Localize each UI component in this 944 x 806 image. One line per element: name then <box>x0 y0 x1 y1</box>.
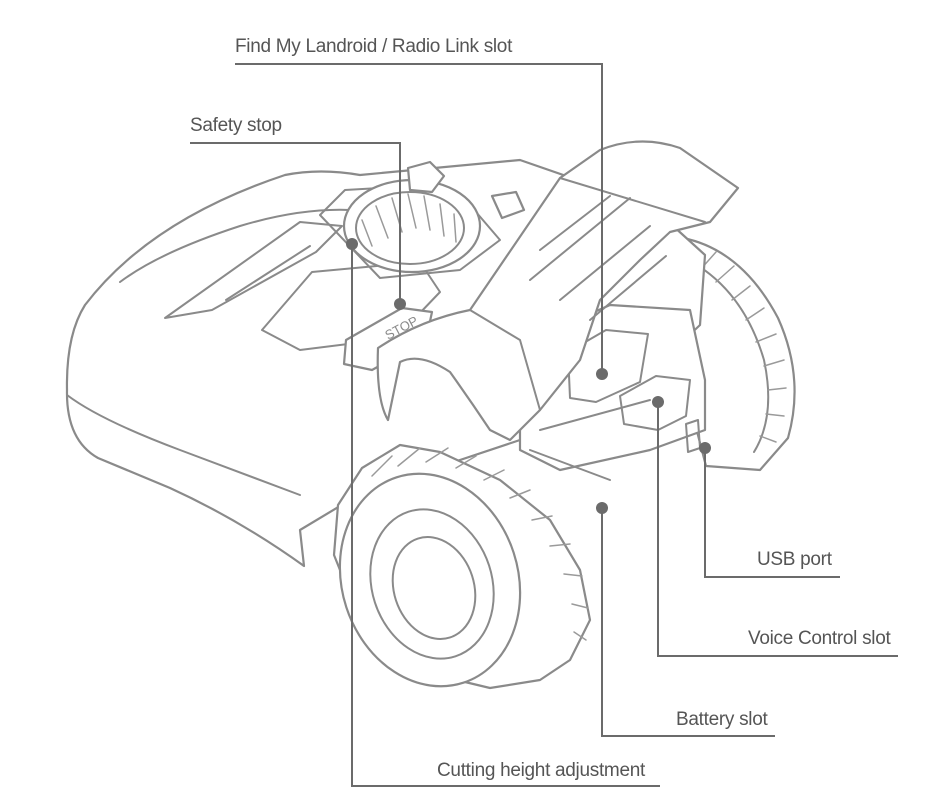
label-cutting-height-adjustment: Cutting height adjustment <box>437 760 645 781</box>
leader-dot-cutting-height <box>346 238 358 250</box>
leader-find-my <box>235 63 603 374</box>
radio-link-slot <box>567 329 649 403</box>
top-cover <box>261 184 501 351</box>
leader-dot-find-my <box>596 368 608 380</box>
label-battery-slot: Battery slot <box>676 709 768 730</box>
carry-handle <box>376 140 740 442</box>
leader-dot-usb <box>699 442 711 454</box>
leader-dot-safety-stop <box>394 298 406 310</box>
voice-control-slot <box>619 375 691 431</box>
leader-battery <box>601 508 775 737</box>
leader-cutting-height <box>351 244 660 787</box>
cutting-height-dial <box>342 160 526 274</box>
leader-dot-battery <box>596 502 608 514</box>
leader-voice-control <box>657 402 898 657</box>
label-usb-port: USB port <box>757 549 832 570</box>
leader-dot-voice-control <box>652 396 664 408</box>
label-find-my-landroid: Find My Landroid / Radio Link slot <box>235 36 513 57</box>
label-voice-control-slot: Voice Control slot <box>748 628 891 649</box>
front-wheel <box>332 443 592 690</box>
leader-safety-stop <box>190 142 401 304</box>
leader-lines <box>190 63 898 787</box>
leader-usb <box>704 448 840 578</box>
label-safety-stop: Safety stop <box>190 115 282 136</box>
